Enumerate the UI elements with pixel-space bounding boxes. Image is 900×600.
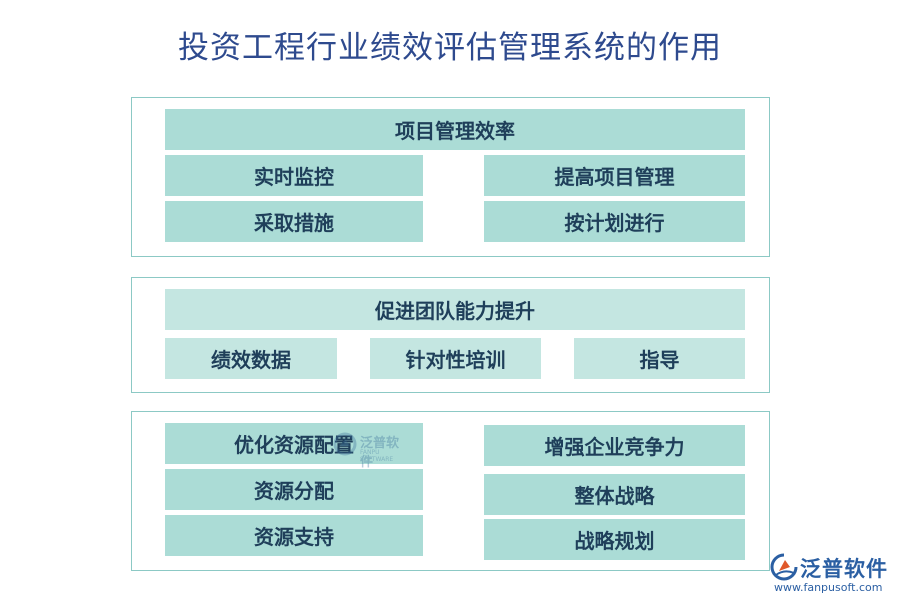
box-realtime-monitoring: 实时监控 xyxy=(165,155,423,196)
watermark-text: 泛普软件 xyxy=(360,436,400,470)
watermark-subtext: FANPU SOFTWARE xyxy=(360,449,394,463)
box-targeted-training: 针对性培训 xyxy=(370,338,541,379)
box-overall-strategy: 整体战略 xyxy=(484,474,745,515)
box-improve-project-management: 提高项目管理 xyxy=(484,155,745,196)
box-guidance: 指导 xyxy=(574,338,745,379)
logo-text: 泛普软件 xyxy=(800,557,888,581)
logo-url: www.fanpusoft.com xyxy=(774,581,883,594)
box-proceed-as-planned: 按计划进行 xyxy=(484,201,745,242)
brand-logo: 泛普软件 www.fanpusoft.com xyxy=(770,553,895,598)
watermark: 泛普软件 FANPU SOFTWARE xyxy=(330,428,410,470)
box-enhance-competitiveness: 增强企业竞争力 xyxy=(484,425,745,466)
box-strategic-planning: 战略规划 xyxy=(484,519,745,560)
box-optimize-resource-allocation: 优化资源配置 xyxy=(165,423,423,464)
fanpu-logo-icon xyxy=(770,553,798,581)
box-resource-support: 资源支持 xyxy=(165,515,423,556)
watermark-logo-icon xyxy=(333,432,357,456)
page-title: 投资工程行业绩效评估管理系统的作用 xyxy=(178,30,722,66)
header-team-capability: 促进团队能力提升 xyxy=(165,289,745,330)
box-resource-distribution: 资源分配 xyxy=(165,469,423,510)
box-performance-data: 绩效数据 xyxy=(165,338,337,379)
header-project-efficiency: 项目管理效率 xyxy=(165,109,745,150)
box-take-measures: 采取措施 xyxy=(165,201,423,242)
